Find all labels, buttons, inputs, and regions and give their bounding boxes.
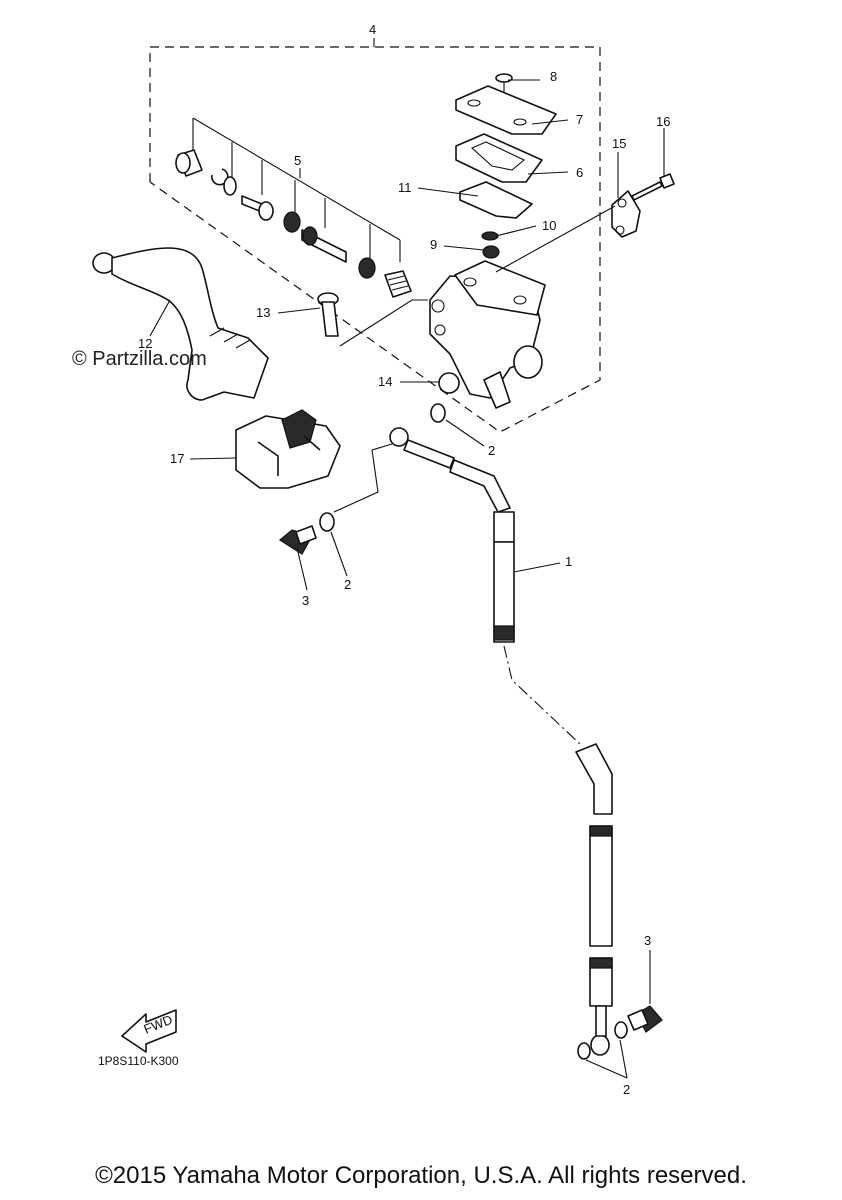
callout-10: 10 [542,218,556,233]
reservoir-cap [455,85,557,135]
washer-top [319,512,335,532]
union-bolt-top [278,525,317,555]
bracket-bolt [631,173,675,201]
watermark: © Partzilla.com [72,348,207,370]
washer-bottom-right [614,1021,628,1039]
hose-banjo-top [389,403,511,513]
brake-lever [92,247,269,401]
callout-3-top: 3 [302,593,309,608]
protector-parts [481,231,500,259]
callout-15: 15 [612,136,626,151]
callout-8: 8 [550,69,557,84]
washer-bottom-left [577,1042,591,1060]
callout-7: 7 [576,112,583,127]
callout-1: 1 [565,554,572,569]
callout-9: 9 [430,237,437,252]
union-bolt-bottom [627,1005,663,1033]
brake-hose [493,511,613,1056]
callout-labels: 4 8 7 16 15 5 6 11 10 9 13 12 14 2 17 1 … [138,22,670,1097]
callout-3-bottom: 3 [644,933,651,948]
callout-6: 6 [576,165,583,180]
diaphragm-holder [455,133,543,183]
callout-4: 4 [369,22,376,37]
callout-2-top: 2 [488,443,495,458]
callout-5: 5 [294,153,301,168]
diagram-code: 1P8S110-K300 [98,1054,179,1068]
leader-lines [149,79,665,1079]
callout-2-bottom: 2 [623,1082,630,1097]
callout-17: 17 [170,451,184,466]
piston-kit [175,117,412,298]
master-cylinder-body [429,260,546,409]
callout-11: 11 [398,180,412,195]
lever-boot [438,372,460,394]
callout-12: 12 [138,336,152,351]
handlebar-holder [235,409,341,489]
callout-16: 16 [656,114,670,129]
bracket [611,190,641,238]
copyright-notice: ©2015 Yamaha Motor Corporation, U.S.A. A… [95,1162,747,1189]
forward-arrow: FWD [121,1009,177,1053]
callout-13: 13 [256,305,270,320]
callout-2-mid: 2 [344,577,351,592]
callout-14: 14 [378,374,392,389]
pivot-bolt [317,292,339,337]
diaphragm [459,181,533,219]
